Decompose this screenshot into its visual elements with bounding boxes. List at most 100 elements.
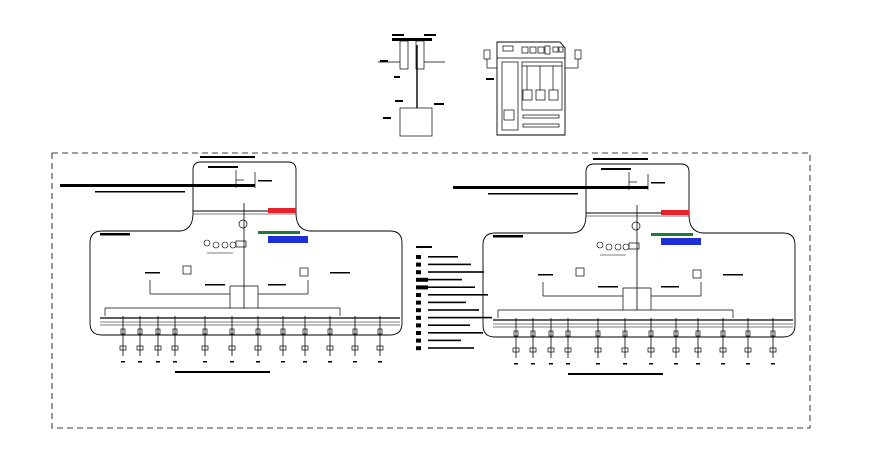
legend-symbol: [416, 331, 421, 335]
feeder-label: [649, 363, 653, 365]
feeder-breaker: [302, 328, 308, 335]
feeder-breaker: [202, 328, 208, 335]
legend-entry-text: [428, 301, 466, 304]
feeder-terminal: [326, 345, 334, 351]
callout: [486, 78, 494, 80]
feeder-panel-icon: [182, 265, 192, 275]
text-label: [145, 272, 160, 274]
drawing-subtitle: [95, 191, 185, 193]
feeder-terminal: [512, 347, 520, 353]
feeder-label: [281, 361, 285, 363]
section-title: [593, 158, 648, 160]
indicator: [552, 46, 559, 53]
mccb: [535, 89, 546, 101]
single-line-diagram-right: [453, 158, 796, 375]
feeder-breaker: [695, 330, 701, 337]
drawing-title: [60, 184, 255, 187]
legend-symbol: [416, 293, 421, 297]
feeder-breaker: [172, 328, 178, 335]
legend-entry-text: [428, 294, 488, 296]
nameplate: [502, 45, 514, 52]
feeder-label: [721, 363, 725, 365]
section-title: [493, 235, 523, 238]
feeder-breaker: [565, 330, 571, 337]
earthing-pit-detail: [378, 34, 445, 137]
feeder-breaker: [377, 328, 383, 335]
feeder-terminal: [564, 347, 572, 353]
legend-symbol: [416, 338, 421, 343]
feeder-breaker: [229, 328, 235, 335]
feeder-terminal: [136, 345, 144, 351]
feeder-breaker: [513, 330, 519, 337]
meter: [521, 46, 529, 54]
transformer-icon: [238, 219, 248, 229]
feeder-breaker: [352, 328, 358, 335]
text-label: [330, 272, 350, 274]
feeder-breaker: [137, 328, 143, 335]
feeder-terminal: [279, 345, 287, 351]
text-label: [601, 168, 631, 170]
feeder-terminal: [254, 345, 262, 351]
callout: [380, 60, 388, 62]
feeder-breaker: [648, 330, 654, 337]
feeder-terminal: [744, 347, 752, 353]
pit-wall-left: [399, 40, 409, 70]
feeder-label: [173, 361, 177, 363]
text-label: [205, 284, 225, 286]
feeder-terminal: [228, 345, 236, 351]
legend-entry-text: [428, 324, 470, 326]
text-label: [661, 286, 679, 288]
feeder-breaker: [548, 330, 554, 337]
meter-icon: [229, 241, 237, 249]
section-title: [100, 233, 130, 236]
red-bar: [268, 208, 296, 213]
callout: [392, 34, 404, 36]
feeder-terminal: [171, 345, 179, 351]
mccb: [522, 89, 533, 101]
diagram-caption: [175, 371, 270, 373]
feeder-label: [328, 361, 332, 363]
feeder-label: [596, 363, 600, 365]
feeder-label: [623, 363, 627, 365]
meter: [529, 46, 537, 54]
legend-symbol: [416, 285, 428, 290]
drawing-title: [453, 186, 648, 189]
text-label: [651, 182, 665, 184]
legend-symbol: [416, 346, 421, 351]
legend-symbol: [416, 308, 421, 313]
callout: [395, 100, 403, 102]
callout: [383, 117, 391, 119]
transformer-icon: [631, 221, 641, 231]
outgoing-compartment: [521, 61, 563, 111]
legend-entry-text: [428, 271, 484, 273]
feeder-breaker: [120, 328, 126, 335]
legend-entry-text: [428, 339, 461, 342]
legend-entry-text: [428, 309, 479, 311]
feeder-breaker: [280, 328, 286, 335]
mccb: [548, 89, 559, 101]
feeder-terminal: [154, 345, 162, 351]
meter: [537, 46, 545, 54]
feeder-label: [353, 361, 357, 363]
legend-title: [416, 246, 432, 248]
feeder-breaker: [745, 330, 751, 337]
legend-symbol: [416, 315, 421, 320]
ct-box: [235, 240, 247, 248]
earth-pit: [399, 107, 433, 137]
feeder-breaker: [530, 330, 536, 337]
feeder-terminal: [647, 347, 655, 353]
blue-bar: [661, 238, 701, 245]
feeder-panel-icon: [575, 267, 585, 277]
callout: [394, 76, 400, 78]
feeder-label: [138, 361, 142, 363]
feeder-breaker: [720, 330, 726, 337]
feeder-breaker: [255, 328, 261, 335]
incomer-compartment: [501, 61, 519, 131]
legend-entry-text: [428, 316, 492, 319]
feeder-terminal: [672, 347, 680, 353]
text-label: [538, 274, 553, 276]
ground-slab: [392, 38, 432, 41]
feeder-breaker: [595, 330, 601, 337]
meter-icon: [605, 243, 613, 251]
